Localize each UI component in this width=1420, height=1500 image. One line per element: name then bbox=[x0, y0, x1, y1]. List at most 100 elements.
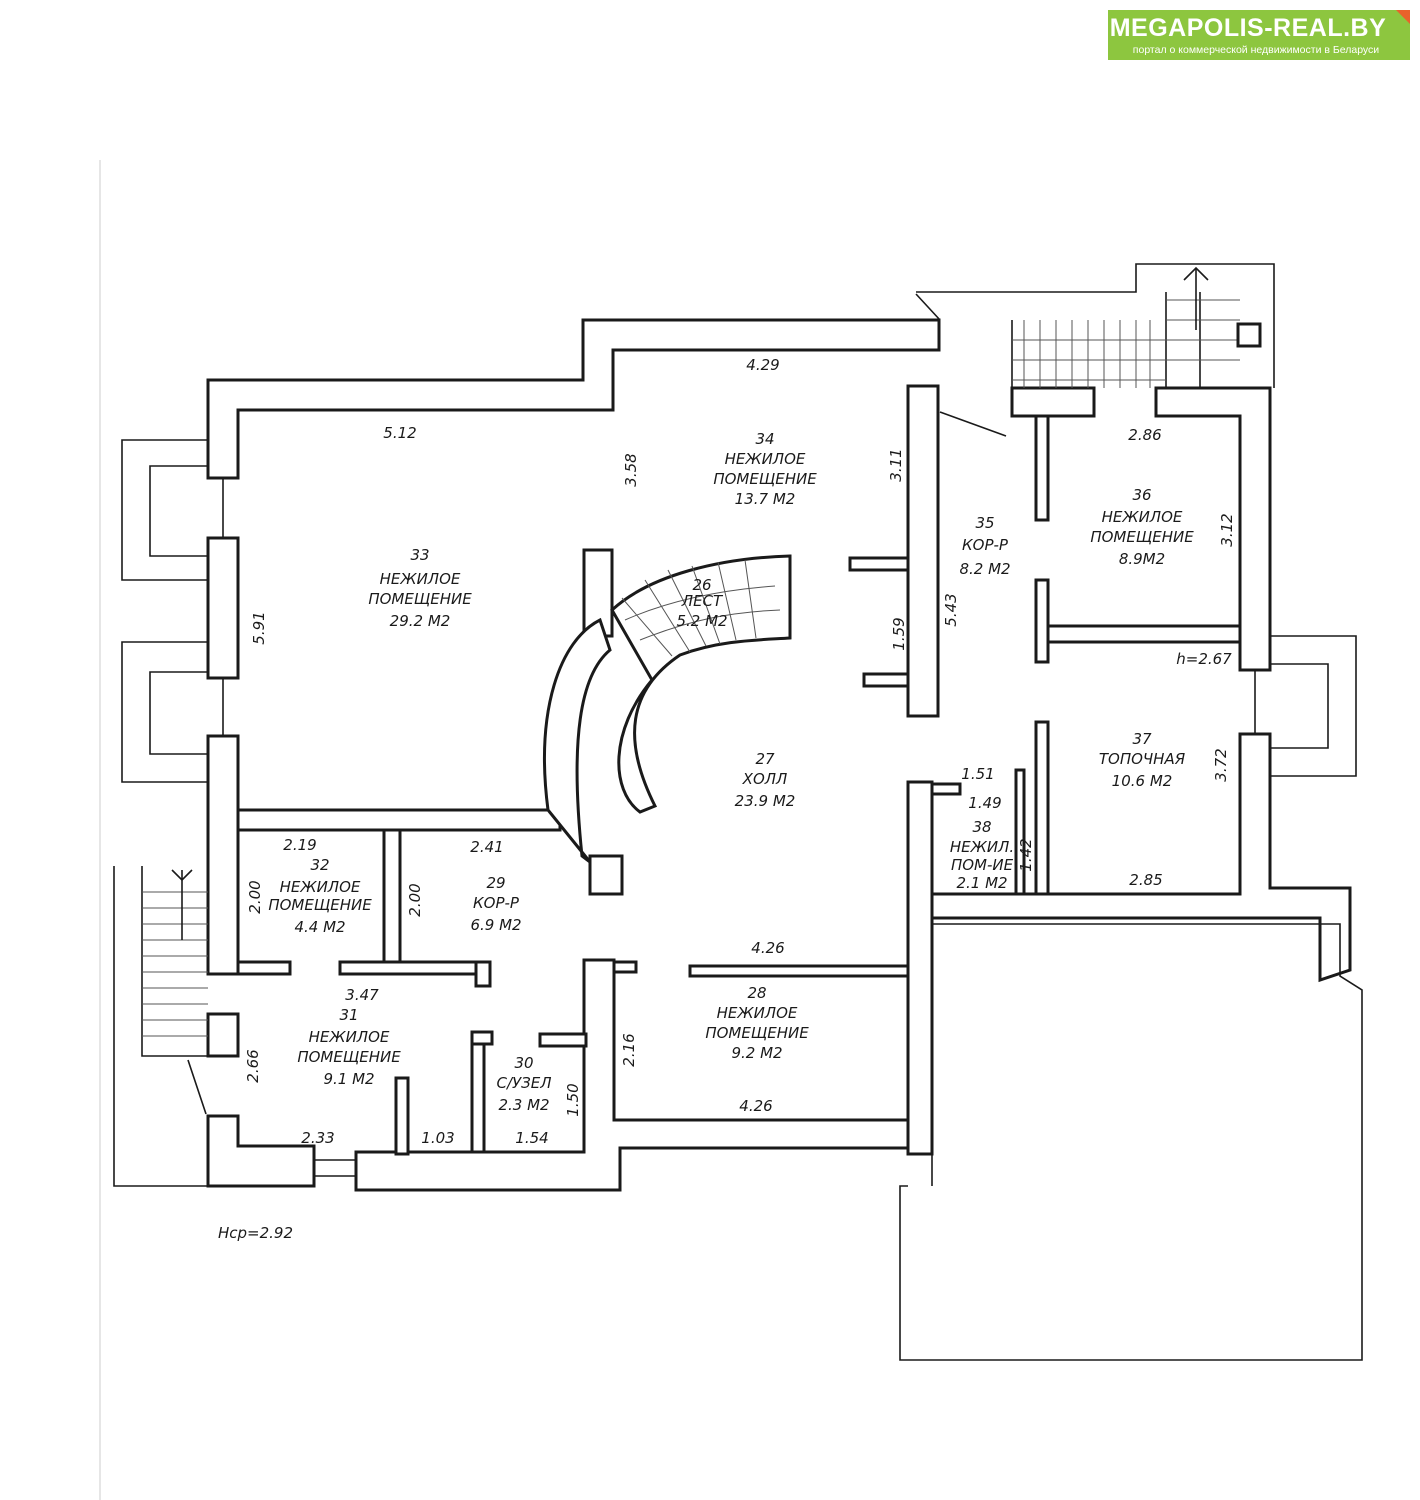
room-26-area: 5.2 М2 bbox=[676, 612, 727, 630]
room-31-number: 31 bbox=[339, 1006, 358, 1024]
room-28-type: НЕЖИЛОЕ bbox=[717, 1004, 798, 1022]
dim-label: 1.51 bbox=[961, 765, 994, 783]
dim-label: 2.66 bbox=[244, 1049, 262, 1082]
wall-left-stub bbox=[206, 1012, 240, 1058]
room-30-type: С/УЗЕЛ bbox=[496, 1074, 551, 1092]
dim-label: 2.00 bbox=[246, 880, 264, 913]
dim-label: 3.58 bbox=[622, 453, 640, 486]
room-31-type: НЕЖИЛОЕ bbox=[309, 1028, 390, 1046]
dimension-labels: 4.29 5.12 3.58 3.11 2.86 3.12 5.91 1.59 … bbox=[244, 356, 1236, 1147]
dim-label: 2.85 bbox=[1129, 871, 1162, 889]
room-28-type2: ПОМЕЩЕНИЕ bbox=[705, 1024, 809, 1042]
wall-bottom-mid bbox=[354, 958, 910, 1192]
wall-top-left bbox=[206, 318, 941, 480]
room-28-area: 9.2 М2 bbox=[731, 1044, 782, 1062]
room-29-number: 29 bbox=[486, 874, 505, 892]
room-27-type: ХОЛЛ bbox=[742, 770, 788, 788]
room-36-type2: ПОМЕЩЕНИЕ bbox=[1090, 528, 1194, 546]
logo-corner-mark bbox=[1396, 10, 1410, 24]
wall-hall-right-upper bbox=[906, 384, 940, 718]
room-31-type2: ПОМЕЩЕНИЕ bbox=[297, 1048, 401, 1066]
room-38-area: 2.1 М2 bbox=[956, 874, 1007, 892]
dim-label: 4.29 bbox=[746, 356, 779, 374]
wall-left-mid bbox=[206, 536, 240, 680]
room-28-number: 28 bbox=[747, 984, 766, 1002]
room-33-area: 29.2 М2 bbox=[390, 612, 451, 630]
dim-label: 4.26 bbox=[751, 939, 784, 957]
room-35-area: 8.2 М2 bbox=[959, 560, 1010, 578]
room-35-type: КОР-Р bbox=[962, 536, 1009, 554]
dim-label: 2.00 bbox=[406, 883, 424, 916]
dim-label: 1.49 bbox=[968, 794, 1001, 812]
dim-label: 1.03 bbox=[421, 1129, 454, 1147]
partition-32-29 bbox=[382, 828, 402, 964]
room-33: 33 НЕЖИЛОЕ ПОМЕЩЕНИЕ 29.2 М2 bbox=[368, 546, 472, 630]
room-26-number: 26 bbox=[692, 576, 711, 594]
walls bbox=[206, 318, 1352, 1192]
dim-label: 1.42 bbox=[1017, 838, 1035, 871]
room-33-number: 33 bbox=[410, 546, 429, 564]
room-32-type2: ПОМЕЩЕНИЕ bbox=[268, 896, 372, 914]
room-36-type: НЕЖИЛОЕ bbox=[1102, 508, 1183, 526]
average-height-label: Нср=2.92 bbox=[218, 1224, 293, 1242]
room-38-type2: ПОМ-ИЕ bbox=[951, 856, 1014, 874]
dim-label: 2.33 bbox=[301, 1129, 334, 1147]
wall-left-lower bbox=[206, 734, 240, 976]
wall-hall-right-lower bbox=[906, 780, 934, 1156]
room-37-area: 10.6 М2 bbox=[1112, 772, 1173, 790]
room-35: 35 КОР-Р 8.2 М2 bbox=[959, 514, 1010, 578]
room-32-number: 32 bbox=[310, 856, 329, 874]
room-35-number: 35 bbox=[975, 514, 994, 532]
dim-label: 3.12 bbox=[1218, 513, 1236, 546]
room-32: 32 НЕЖИЛОЕ ПОМЕЩЕНИЕ 4.4 М2 bbox=[268, 856, 372, 936]
room-29-area: 6.9 М2 bbox=[470, 916, 521, 934]
dim-label: 3.72 bbox=[1212, 748, 1230, 781]
room-28: 28 НЕЖИЛОЕ ПОМЕЩЕНИЕ 9.2 М2 bbox=[705, 984, 809, 1062]
wall-bottom-left bbox=[206, 1114, 316, 1188]
partition-33-bottom bbox=[236, 808, 562, 832]
room-29-type: КОР-Р bbox=[473, 894, 520, 912]
room-30-area: 2.3 М2 bbox=[498, 1096, 549, 1114]
site-logo[interactable]: MEGAPOLIS-REAL.BY портал о коммерческой … bbox=[1108, 10, 1410, 60]
room-33-type2: ПОМЕЩЕНИЕ bbox=[368, 590, 472, 608]
dim-label: 5.43 bbox=[942, 593, 960, 626]
dim-label: 2.16 bbox=[620, 1033, 638, 1066]
spiral-stair bbox=[543, 554, 792, 864]
room-34-type: НЕЖИЛОЕ bbox=[725, 450, 806, 468]
dim-label: 5.12 bbox=[383, 424, 416, 442]
room-27: 27 ХОЛЛ 23.9 М2 bbox=[735, 750, 796, 810]
room-37-number: 37 bbox=[1132, 730, 1152, 748]
room-32-type: НЕЖИЛОЕ bbox=[280, 878, 361, 896]
room-36-area: 8.9М2 bbox=[1119, 550, 1165, 568]
dim-label: 2.19 bbox=[283, 836, 316, 854]
dim-label: h=2.67 bbox=[1176, 650, 1232, 668]
room-labels: 33 НЕЖИЛОЕ ПОМЕЩЕНИЕ 29.2 М2 34 НЕЖИЛОЕ … bbox=[268, 430, 1194, 1114]
dim-label: 2.41 bbox=[470, 838, 503, 856]
dim-label: 3.11 bbox=[887, 448, 905, 481]
room-30-number: 30 bbox=[514, 1054, 533, 1072]
room-33-type: НЕЖИЛОЕ bbox=[380, 570, 461, 588]
room-34-type2: ПОМЕЩЕНИЕ bbox=[713, 470, 817, 488]
logo-name: MEGAPOLIS-REAL.BY bbox=[1109, 14, 1387, 42]
wall-stair-landing bbox=[1010, 386, 1096, 418]
logo-tagline: портал о коммерческой недвижимости в Бел… bbox=[1132, 44, 1380, 56]
dim-label: 4.26 bbox=[739, 1097, 772, 1115]
dim-label: 1.50 bbox=[564, 1083, 582, 1116]
room-32-area: 4.4 М2 bbox=[294, 918, 345, 936]
room-37: 37 ТОПОЧНАЯ 10.6 М2 bbox=[1099, 730, 1186, 790]
pier-lower bbox=[588, 854, 624, 896]
room-30: 30 С/УЗЕЛ 2.3 М2 bbox=[496, 1054, 551, 1114]
room-26: 26 ЛЕСТ 5.2 М2 bbox=[676, 576, 727, 630]
room-27-area: 23.9 М2 bbox=[735, 792, 796, 810]
room-36: 36 НЕЖИЛОЕ ПОМЕЩЕНИЕ 8.9М2 bbox=[1090, 486, 1194, 568]
room-37-type: ТОПОЧНАЯ bbox=[1099, 750, 1186, 768]
room-34-number: 34 bbox=[755, 430, 774, 448]
room-31-area: 9.1 М2 bbox=[323, 1070, 374, 1088]
room-31: 31 НЕЖИЛОЕ ПОМЕЩЕНИЕ 9.1 М2 bbox=[297, 1006, 401, 1088]
room-38-type: НЕЖИЛ. bbox=[950, 838, 1014, 856]
room-26-type: ЛЕСТ bbox=[681, 592, 724, 610]
room-36-number: 36 bbox=[1132, 486, 1151, 504]
dim-label: 5.91 bbox=[250, 611, 268, 644]
room-29: 29 КОР-Р 6.9 М2 bbox=[470, 874, 521, 934]
room-34: 34 НЕЖИЛОЕ ПОМЕЩЕНИЕ 13.7 М2 bbox=[713, 430, 817, 508]
